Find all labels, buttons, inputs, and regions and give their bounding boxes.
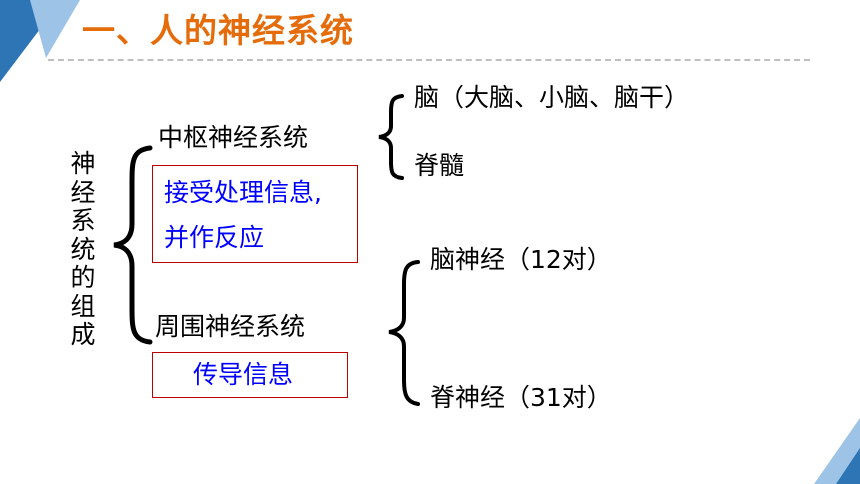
corner-decoration-top-left — [0, 0, 80, 82]
spinal-nerves-label: 脊神经（31对） — [430, 383, 612, 412]
central-brace — [378, 94, 404, 180]
spinal-cord-label: 脊髓 — [414, 151, 465, 180]
page-title: 一、人的神经系统 — [82, 11, 354, 50]
peripheral-function-text: 传导信息 — [193, 360, 294, 389]
root-char: 系 — [70, 206, 96, 235]
central-function-box — [152, 165, 358, 263]
brain-label: 脑（大脑、小脑、脑干） — [414, 83, 690, 112]
title-divider — [48, 59, 810, 61]
peripheral-brace — [388, 260, 420, 406]
cranial-nerves-label: 脑神经（12对） — [430, 245, 612, 274]
corner-decoration-bottom-right — [814, 418, 860, 484]
root-char: 成 — [70, 320, 96, 349]
central-nervous-system-label: 中枢神经系统 — [158, 123, 309, 152]
peripheral-function-box — [152, 352, 348, 398]
root-char: 神 — [70, 149, 96, 178]
root-char: 经 — [70, 177, 96, 207]
central-function-line: 并作反应 — [164, 223, 265, 252]
root-char: 组 — [70, 291, 96, 321]
root-char: 统 — [70, 234, 96, 264]
root-char: 的 — [70, 263, 96, 292]
root-brace — [113, 145, 153, 345]
root-label: 神 经 系 统 的 组 成 — [66, 149, 100, 350]
central-function-line: 接受处理信息, — [164, 178, 322, 207]
peripheral-nervous-system-label: 周围神经系统 — [155, 312, 306, 341]
